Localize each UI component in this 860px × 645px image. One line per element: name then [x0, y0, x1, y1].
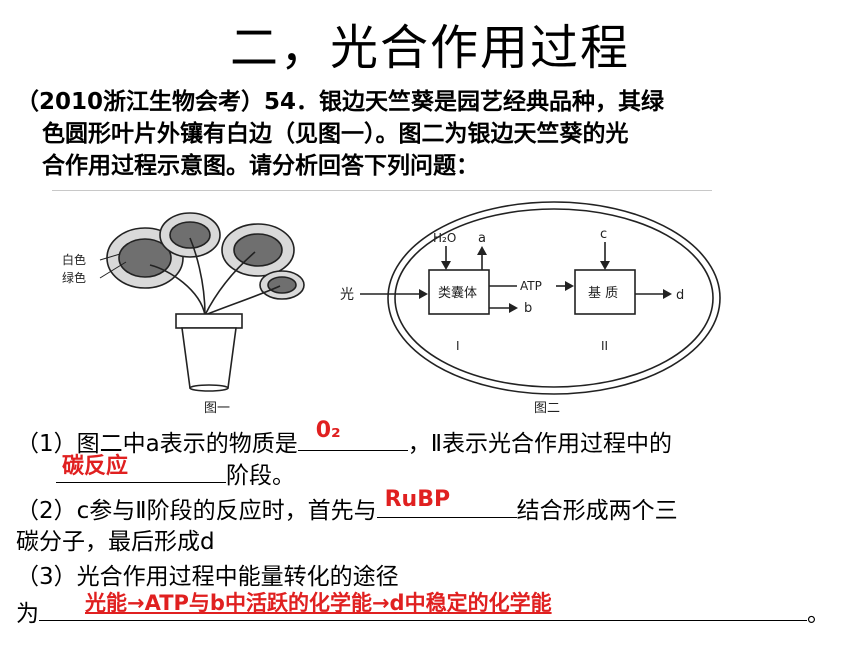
leaf-right-icon	[221, 223, 295, 277]
leaf-top-icon	[159, 212, 221, 258]
pot-icon	[175, 313, 243, 392]
slide-title: 二，光合作用过程	[229, 20, 630, 76]
label-c: c	[600, 227, 607, 242]
label-roman-2: II	[601, 339, 608, 353]
q2-suffix: 结合形成两个三	[516, 498, 678, 524]
q3-line-2: 为 光能→ATP与b中活跃的化学能→d中稳定的化学能 。	[16, 591, 846, 631]
label-atp: ATP	[520, 279, 542, 293]
q3-answer: 光能→ATP与b中活跃的化学能→d中稳定的化学能	[85, 591, 552, 615]
figure-2-diagram	[360, 201, 721, 395]
q2-line-2: 碳分子，最后形成d	[16, 525, 846, 559]
question-line-2: 色圆形叶片外镶有白边（见图一）。图二为银边天竺葵的光	[42, 121, 629, 147]
label-b: b	[524, 301, 532, 316]
q1-suffix: 阶段。	[226, 463, 295, 489]
q2-line-1: （2）c参与Ⅱ阶段的反应时，首先与 RuBP 结合形成两个三	[16, 487, 846, 528]
q1-blank-1[interactable]: 0₂	[297, 418, 408, 451]
q3-suffix: 。	[807, 601, 830, 627]
figure-2-caption: 图二	[534, 401, 560, 416]
question-stem: （2010浙江生物会考）54．银边天竺葵是园艺经典品种，其绿 色圆形叶片外镶有白…	[16, 86, 816, 182]
q2-answer: RuBP	[384, 487, 451, 512]
q1-line-1: （1）图二中a表示的物质是 0₂ ，Ⅱ表示光合作用过程中的	[16, 418, 846, 461]
q1-answer-1: 0₂	[315, 418, 341, 443]
q2-line-2-text: 碳分子，最后形成d	[16, 529, 215, 555]
q3-prefix: 为	[16, 601, 39, 627]
q1-line-2: 碳反应 阶段。	[16, 454, 846, 493]
q1-blank-2[interactable]: 碳反应	[56, 454, 226, 483]
label-stroma: 基 质	[588, 286, 618, 301]
q1-answer-2: 碳反应	[62, 454, 129, 479]
q2-prefix: （2）c参与Ⅱ阶段的反应时，首先与	[16, 498, 377, 524]
q1-prefix: （1）图二中a表示的物质是	[16, 431, 298, 457]
figure-1-caption: 图一	[204, 401, 230, 416]
leaf-far-right-icon	[259, 270, 305, 300]
q3-line-1-text: （3）光合作用过程中能量转化的途径	[16, 564, 399, 590]
label-light: 光	[340, 287, 354, 303]
chloroplast-outer-icon	[387, 201, 721, 395]
figure-1-plant	[99, 212, 305, 392]
label-roman-1: I	[456, 339, 460, 353]
question-line-1: （2010浙江生物会考）54．银边天竺葵是园艺经典品种，其绿	[16, 89, 665, 115]
label-white: 白色	[62, 252, 86, 267]
figure-area: 白色 绿色 图一	[0, 190, 860, 420]
q1-middle: ，Ⅱ表示光合作用过程中的	[407, 431, 673, 457]
q2-blank[interactable]: RuBP	[376, 487, 517, 518]
label-d: d	[676, 288, 684, 303]
stroma-box	[574, 269, 636, 315]
q3-blank[interactable]: 光能→ATP与b中活跃的化学能→d中稳定的化学能	[39, 591, 807, 621]
label-green: 绿色	[62, 270, 86, 285]
chloroplast-inner-icon	[394, 208, 714, 388]
q3-line-1: （3）光合作用过程中能量转化的途径	[16, 560, 846, 594]
label-h2o: H₂O	[433, 231, 456, 245]
label-a: a	[478, 231, 486, 246]
thylakoid-box	[428, 269, 490, 315]
figures-svg: 白色 绿色 图一	[62, 201, 721, 416]
question-line-3: 合作用过程示意图。请分析回答下列问题：	[42, 153, 479, 179]
label-thylakoid: 类囊体	[438, 285, 477, 301]
divider	[52, 190, 712, 191]
